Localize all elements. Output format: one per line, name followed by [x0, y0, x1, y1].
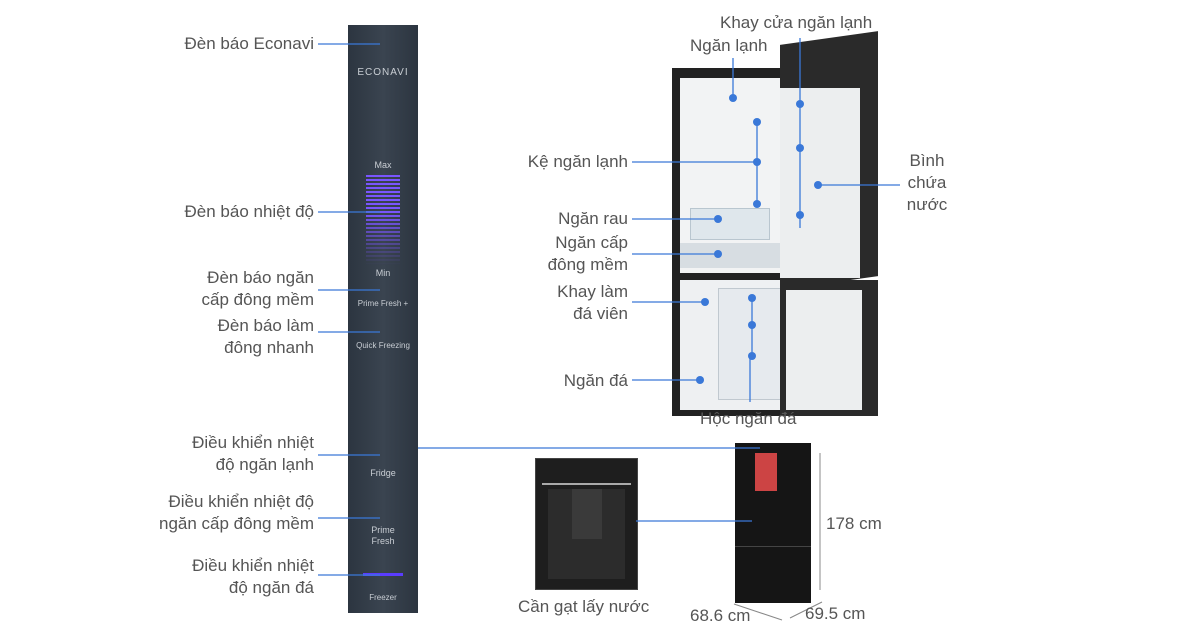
quick-freezing-label: Quick Freezing [356, 341, 410, 350]
freezer-button[interactable]: Freezer [369, 593, 397, 602]
temperature-bars [366, 175, 400, 265]
callout-veg: Ngăn rau [558, 209, 628, 228]
prime-fresh-button[interactable]: Prime Fresh [371, 525, 395, 546]
callout-econavi: Đèn báo Econavi [184, 34, 314, 53]
depth-dimension: 69.5 cm [805, 604, 866, 623]
min-label: Min [375, 268, 391, 278]
prime-fresh-plus-label: Prime Fresh + [357, 299, 409, 308]
econavi-label: ECONAVI [357, 67, 409, 78]
freezer-indicator [363, 573, 403, 576]
callout-fridge: Ngăn lạnh [690, 36, 768, 55]
closed-fridge-image [735, 443, 811, 603]
callout-door-tray: Khay cửa ngăn lạnh [720, 13, 873, 32]
height-dimension: 178 cm [826, 514, 882, 533]
open-fridge-image [672, 31, 878, 416]
dispenser-label: Cần gạt lấy nước [518, 597, 650, 616]
callout-temp-indicator: Đèn báo nhiệt độ [184, 202, 315, 221]
callout-shelf: Kệ ngăn lạnh [527, 152, 628, 171]
fridge-button[interactable]: Fridge [370, 468, 396, 478]
dispenser-image [535, 458, 638, 590]
callout-freezer-drawer: Hộc ngăn đá [700, 409, 797, 428]
max-label: Max [374, 160, 392, 170]
callout-freezer: Ngăn đá [563, 371, 628, 390]
control-panel: ECONAVI Max Min Prime Fresh + Quick Free… [348, 25, 418, 613]
width-dimension: 68.6 cm [690, 606, 751, 625]
